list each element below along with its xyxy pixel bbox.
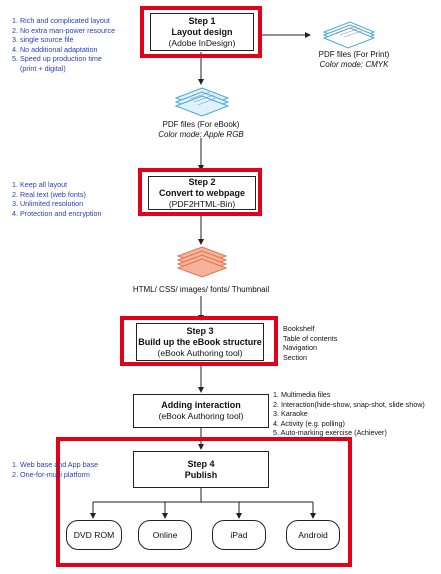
note-line: 1. Web base and App base — [12, 460, 99, 469]
step2-name: Convert to webpage — [158, 187, 245, 198]
ebook-pdf-label: PDF files (For eBook) — [162, 120, 240, 129]
step1-tool: (Adobe InDesign) — [168, 37, 236, 48]
note-line: 2. Interaction(hide-show, snap-shot, sli… — [273, 399, 425, 409]
note-line: 1. Keep all layout — [12, 180, 68, 189]
step3-structure-list: Bookshelf Table of contents Navigation S… — [283, 324, 337, 362]
note-line: 2. One-for-multi platform — [12, 469, 90, 479]
pdf-print-stack-icon — [322, 21, 376, 49]
pdf-ebook-stack-icon — [174, 87, 230, 117]
output-android: Android — [286, 520, 340, 550]
output-ipad: iPad — [212, 520, 266, 550]
note-line: 1. Multimedia files — [273, 390, 331, 399]
note-line: 4. No additional adaptation — [12, 44, 98, 54]
print-pdf-color-mode: Color mode: CMYK — [319, 59, 389, 69]
step4-box: Step 4 Publish — [133, 451, 269, 488]
note-line: 5. Auto-marking exercise (Achiever) — [273, 428, 387, 438]
step4-highlight — [56, 437, 352, 567]
step4-name: Publish — [184, 469, 218, 480]
note-line: 2. No extra man-power resource — [12, 25, 116, 35]
print-pdf-caption: PDF files (For Print) Color mode: CMYK — [308, 50, 400, 69]
step3-title: Step 3 — [186, 325, 214, 336]
note-line: 4. Protection and encryption — [12, 208, 102, 218]
ebook-pdf-caption: PDF files (For eBook) Color mode: Apple … — [150, 120, 252, 139]
output-dvd-rom: DVD ROM — [66, 520, 122, 550]
note-line: 1. Rich and complicated layout — [12, 16, 110, 25]
interaction-tool: (eBook Authoring tool) — [158, 411, 244, 421]
note-line: Navigation — [283, 343, 317, 353]
step3-box: Step 3 Build up the eBook structure (eBo… — [136, 323, 264, 361]
note-line: 3. single source file — [12, 35, 74, 45]
output-label: iPad — [230, 530, 248, 540]
html-files-stack-icon — [176, 246, 228, 278]
step4-benefits-list: 1. Web base and App base 2. One-for-mult… — [12, 460, 98, 479]
step2-tool: (PDF2HTML-Bin) — [168, 198, 236, 209]
step2-benefits-list: 1. Keep all layout 2. Real text (web fon… — [12, 180, 102, 218]
interaction-title: Adding interaction — [161, 400, 241, 410]
step1-box: Step 1 Layout design (Adobe InDesign) — [150, 13, 254, 51]
step4-title: Step 4 — [187, 458, 215, 469]
ebook-pdf-color-mode: Color mode: Apple RGB — [158, 129, 244, 139]
print-pdf-label: PDF files (For Print) — [318, 50, 390, 59]
interaction-box: Adding interaction (eBook Authoring tool… — [133, 394, 269, 428]
output-label: Online — [152, 530, 178, 540]
step3-tool: (eBook Authoring tool) — [157, 347, 243, 358]
step1-highlight — [140, 6, 262, 58]
step1-name: Layout design — [171, 26, 233, 37]
note-line: 5. Speed up production time — [12, 54, 102, 64]
step1-title: Step 1 — [188, 15, 216, 26]
step3-name: Build up the eBook structure — [138, 336, 262, 347]
note-line: 3. Unlimited resolution — [12, 199, 84, 209]
note-line: Table of contents — [283, 333, 338, 343]
output-label: Android — [298, 530, 328, 540]
step2-highlight — [138, 168, 262, 216]
interaction-features-list: 1. Multimedia files 2. Interaction(hide-… — [273, 390, 425, 438]
note-line: (print + digital) — [20, 63, 66, 73]
note-line: Section — [283, 352, 307, 362]
output-label: DVD ROM — [73, 530, 115, 540]
step1-benefits-list: 1. Rich and complicated layout 2. No ext… — [12, 16, 115, 74]
html-files-caption: HTML/ CSS/ images/ fonts/ Thumbnail — [132, 285, 270, 294]
note-line: 2. Real text (web fonts) — [12, 189, 86, 199]
note-line: Bookshelf — [283, 324, 315, 333]
output-online: Online — [138, 520, 192, 550]
note-line: 4. Activity (e.g. polling) — [273, 418, 345, 428]
step2-title: Step 2 — [188, 176, 216, 187]
note-line: 3. Karaoke — [273, 409, 308, 419]
step2-box: Step 2 Convert to webpage (PDF2HTML-Bin) — [148, 176, 256, 210]
step3-highlight — [120, 316, 278, 366]
